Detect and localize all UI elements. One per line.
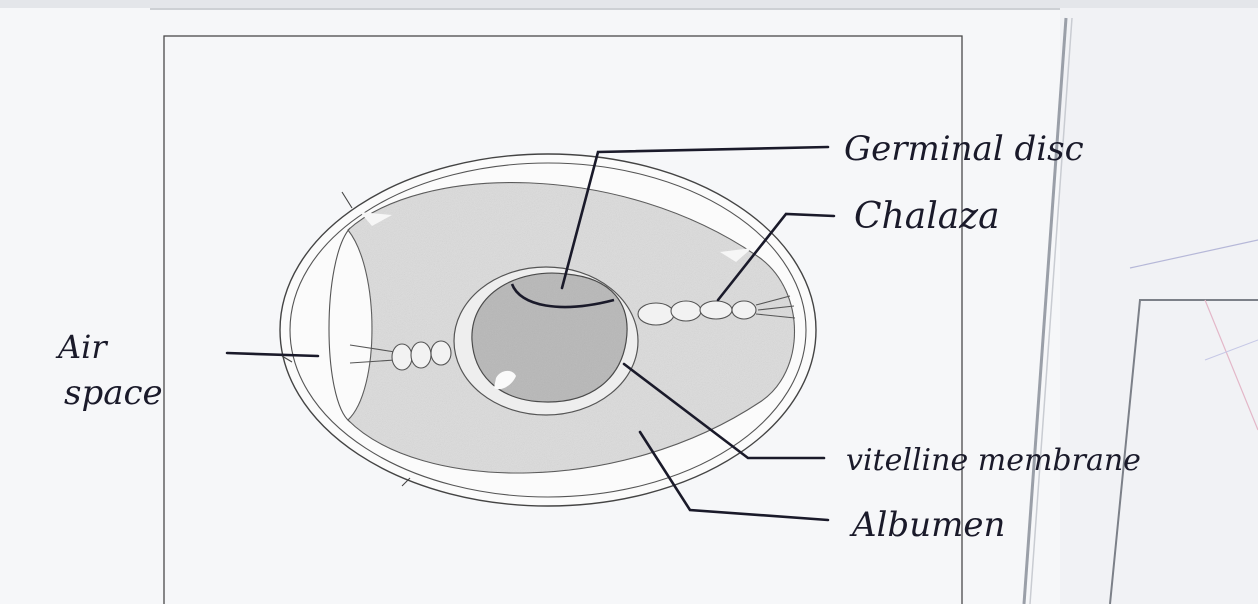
label-vitelline-membrane: vitelline membrane [846, 443, 1141, 478]
label-albumen: Albumen [849, 505, 1005, 545]
label-germinal-disc: Germinal disc [844, 129, 1084, 169]
label-chalaza: Chalaza [854, 196, 1000, 237]
label-air-space-line2: space [64, 373, 163, 413]
label-air-space-line1: Air [55, 328, 108, 366]
egg [280, 154, 816, 506]
